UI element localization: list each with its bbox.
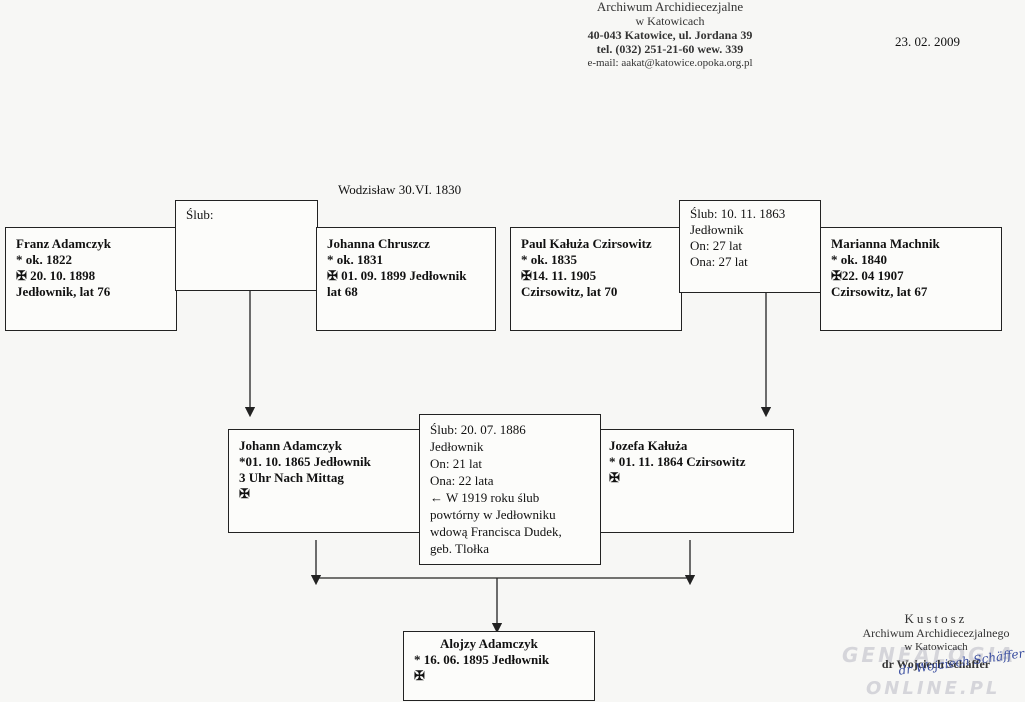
person-marianna-machnik: Marianna Machnik * ok. 1840 ✠22. 04 1907… xyxy=(820,227,1002,331)
archive-stamp: Archiwum Archidiecezjalne w Katowicach 4… xyxy=(560,0,780,70)
marriage-place-date: Wodzisław 30.VI. 1830 xyxy=(338,182,462,197)
curator-archive: Archiwum Archidiecezjalnego xyxy=(862,626,1010,640)
remarriage-note-2: powtórny w Jedłowniku xyxy=(430,507,556,522)
person-jozefa-kaluza: Jozefa Kałuża * 01. 11. 1864 Czirsowitz … xyxy=(598,429,794,533)
archive-line-3: 40-043 Katowice, ul. Jordana 39 xyxy=(587,28,753,42)
death: ✠ xyxy=(609,470,620,485)
archive-line-2: w Katowicach xyxy=(635,14,705,28)
marriage-date: Ślub: 10. 11. 1863 xyxy=(690,206,786,221)
bride-age: Ona: 22 lata xyxy=(430,473,494,488)
marriage-label: Ślub: xyxy=(186,207,214,222)
document-date: 23. 02. 2009 xyxy=(895,34,960,49)
birth: * ok. 1840 xyxy=(831,252,887,267)
marriage-box-1863: Ślub: 10. 11. 1863 Jedłownik On: 27 lat … xyxy=(679,200,821,293)
remarriage-note-4: geb. Tlołka xyxy=(430,541,489,556)
remarriage-note-3: wdową Francisca Dudek, xyxy=(430,524,562,539)
curator-stamp: Kustosz Archiwum Archidiecezjalnego w Ka… xyxy=(846,611,1025,672)
watermark-genealogia: GENEALOGIA xyxy=(842,643,1017,667)
name: Johann Adamczyk xyxy=(239,438,342,453)
bride-age: Ona: 27 lat xyxy=(690,254,748,269)
death: ✠ xyxy=(239,486,250,501)
death: ✠ 01. 09. 1899 Jedłownik xyxy=(327,268,467,283)
birth: * 01. 11. 1864 Czirsowitz xyxy=(609,454,746,469)
remarriage-note-1: ← W 1919 roku ślub xyxy=(430,490,540,505)
birth: *01. 10. 1865 Jedłownik xyxy=(239,454,371,469)
death-place: Jedłownik, lat 76 xyxy=(16,284,111,299)
marriage-box-1886: Ślub: 20. 07. 1886 Jedłownik On: 21 lat … xyxy=(419,414,601,565)
groom-age: On: 27 lat xyxy=(690,238,742,253)
name: Jozefa Kałuża xyxy=(609,438,688,453)
name: Marianna Machnik xyxy=(831,236,940,251)
birth: * ok. 1831 xyxy=(327,252,383,267)
death-place: Czirsowitz, lat 70 xyxy=(521,284,618,299)
watermark-online: ONLINE.PL xyxy=(866,678,1001,699)
person-paul-kaluza: Paul Kałuża Czirsowitz * ok. 1835 ✠14. 1… xyxy=(510,227,682,331)
death: ✠14. 11. 1905 xyxy=(521,268,597,283)
archive-line-1: Archiwum Archidiecezjalne xyxy=(596,0,744,14)
marriage-place: Jedłownik xyxy=(690,222,744,237)
name: Alojzy Adamczyk xyxy=(440,636,538,651)
person-alojzy-adamczyk: Alojzy Adamczyk * 16. 06. 1895 Jedłownik… xyxy=(403,631,595,701)
death: ✠ xyxy=(414,668,425,683)
person-franz-adamczyk: Franz Adamczyk * ok. 1822 ✠ 20. 10. 1898… xyxy=(5,227,177,331)
death-place: Czirsowitz, lat 67 xyxy=(831,284,928,299)
death: ✠22. 04 1907 xyxy=(831,268,904,283)
marriage-place: Jedłownik xyxy=(430,439,484,454)
archive-line-4: tel. (032) 251-21-60 wew. 339 xyxy=(596,42,744,56)
marriage-box-1830: Ślub: xyxy=(175,200,318,291)
name: Franz Adamczyk xyxy=(16,236,111,251)
archive-line-5: e-mail: aakat@katowice.opoka.org.pl xyxy=(587,57,753,69)
curator-city: w Katowicach xyxy=(904,641,968,653)
name: Johanna Chruszcz xyxy=(327,236,430,251)
birth-time: 3 Uhr Nach Mittag xyxy=(239,470,344,485)
marriage-date: Ślub: 20. 07. 1886 xyxy=(430,422,526,437)
birth: * ok. 1835 xyxy=(521,252,577,267)
birth: * ok. 1822 xyxy=(16,252,72,267)
curator-title: Kustosz xyxy=(904,611,968,626)
birth: * 16. 06. 1895 Jedłownik xyxy=(414,652,550,667)
age: lat 68 xyxy=(327,284,358,299)
person-johanna-chruszcz: Johanna Chruszcz * ok. 1831 ✠ 01. 09. 18… xyxy=(316,227,496,331)
groom-age: On: 21 lat xyxy=(430,456,482,471)
curator-name: dr Wojciech Schäffer xyxy=(881,657,991,671)
name: Paul Kałuża Czirsowitz xyxy=(521,236,652,251)
person-johann-adamczyk: Johann Adamczyk *01. 10. 1865 Jedłownik … xyxy=(228,429,422,533)
death: ✠ 20. 10. 1898 xyxy=(16,268,96,283)
